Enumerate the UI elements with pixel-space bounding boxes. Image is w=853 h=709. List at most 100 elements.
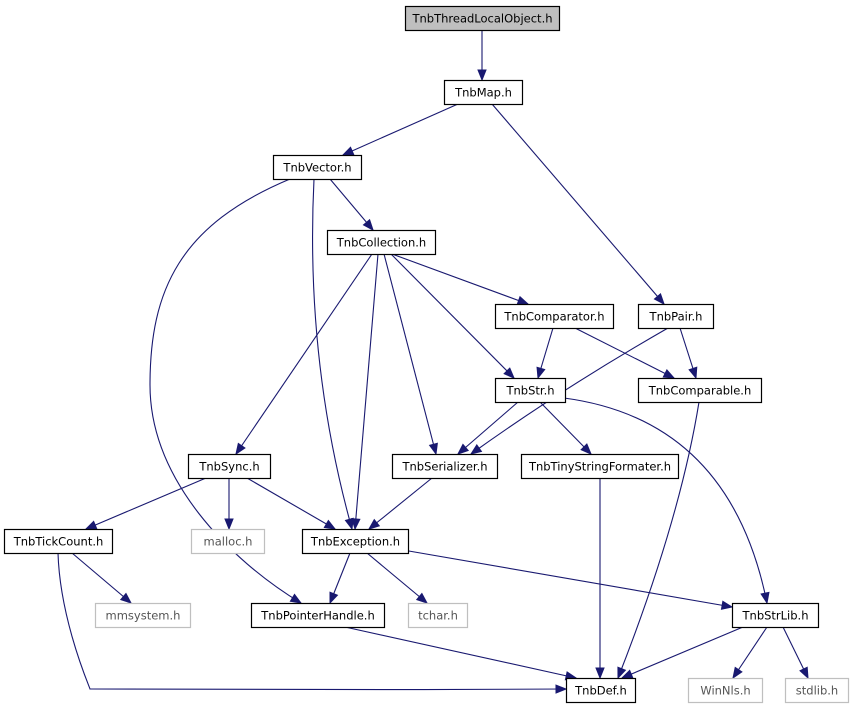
arrowhead-TnbStr-to-TnbTinyStringFormater: [580, 443, 592, 455]
edge-TnbException-to-TnbStrLib: [402, 549, 733, 608]
node-box-TnbPointerHandle: [250, 602, 386, 629]
node-box-TnbComparable: [637, 377, 763, 404]
edge-TnbCollection-to-TnbSync: [235, 253, 373, 455]
arrowhead-TnbCollection-to-TnbException: [351, 518, 361, 531]
arrowhead-TnbException-to-TnbPointerHandle: [329, 591, 339, 605]
edge-TnbCollection-to-TnbComparator: [391, 253, 529, 305]
node-stdlib: stdlib.h: [784, 677, 850, 704]
node-label-TnbStr: TnbStr.h: [505, 384, 554, 398]
node-box-tchar: [407, 602, 469, 629]
edge-TnbStr-to-TnbSerializer: [457, 401, 519, 455]
node-box-TnbSync: [187, 453, 272, 480]
node-label-TnbStrLib: TnbStrLib.h: [742, 609, 809, 623]
node-TnbComparable[interactable]: TnbComparable.h: [637, 377, 763, 404]
node-TnbPointerHandle[interactable]: TnbPointerHandle.h: [250, 602, 386, 629]
node-TnbException[interactable]: TnbException.h: [301, 528, 410, 555]
node-TnbThreadLocalObject[interactable]: TnbThreadLocalObject.h: [404, 5, 561, 32]
node-box-mmsystem: [94, 602, 192, 629]
node-mmsystem: mmsystem.h: [94, 602, 192, 629]
node-label-TnbTinyStringFormater: TnbTinyStringFormater.h: [528, 460, 671, 474]
edge-TnbTickCount-to-mmsystem: [71, 552, 132, 604]
edge-TnbMap-to-TnbVector: [342, 103, 459, 156]
node-box-WinNls: [687, 677, 764, 704]
node-box-TnbComparator: [494, 303, 615, 330]
node-TnbSync[interactable]: TnbSync.h: [187, 453, 272, 480]
node-TnbPair[interactable]: TnbPair.h: [637, 303, 715, 330]
node-box-TnbStrLib: [731, 602, 820, 629]
arrowhead-TnbComparator-to-TnbComparable: [662, 369, 676, 379]
edge-TnbComparable-to-TnbDef: [617, 401, 700, 679]
node-label-TnbSerializer: TnbSerializer.h: [401, 460, 487, 474]
arrowhead-TnbVector-to-TnbPointerHandle: [289, 593, 303, 604]
edge-TnbPointerHandle-to-TnbDef: [344, 626, 577, 679]
node-TnbComparator[interactable]: TnbComparator.h: [494, 303, 615, 330]
node-box-stdlib: [784, 677, 850, 704]
node-box-TnbTickCount: [3, 528, 114, 555]
edge-TnbMap-to-TnbPair: [491, 103, 665, 305]
node-TnbStr[interactable]: TnbStr.h: [494, 377, 567, 404]
arrowhead-TnbTinyStringFormater-to-TnbDef: [595, 667, 605, 680]
node-box-TnbDef: [565, 677, 637, 704]
arrowhead-TnbCollection-to-TnbSync: [235, 442, 246, 456]
node-box-TnbSerializer: [391, 453, 499, 480]
node-label-TnbTickCount: TnbTickCount.h: [13, 535, 104, 549]
arrowhead-TnbException-to-TnbStrLib: [720, 600, 734, 610]
file-nodes: TnbThreadLocalObject.hTnbMap.hTnbVector.…: [3, 5, 850, 704]
edge-TnbStr-to-TnbTinyStringFormater: [539, 401, 592, 455]
node-box-TnbStr: [494, 377, 567, 404]
edge-TnbCollection-to-TnbStr: [390, 253, 515, 379]
arrowhead-TnbStrLib-to-stdlib: [799, 666, 809, 680]
node-box-TnbMap: [443, 79, 524, 106]
arrowhead-TnbException-to-tchar: [415, 592, 429, 604]
edge-TnbTickCount-to-TnbDef: [57, 552, 567, 691]
node-TnbSerializer[interactable]: TnbSerializer.h: [391, 453, 499, 480]
node-TnbMap[interactable]: TnbMap.h: [443, 79, 524, 106]
node-TnbTinyStringFormater[interactable]: TnbTinyStringFormater.h: [520, 453, 680, 480]
edge-TnbSync-to-TnbTickCount: [85, 477, 207, 530]
edge-TnbCollection-to-TnbException: [354, 253, 379, 530]
edge-TnbStr-to-TnbStrLib: [563, 397, 768, 604]
node-label-stdlib: stdlib.h: [796, 684, 838, 698]
arrowhead-TnbVector-to-TnbCollection: [362, 218, 374, 232]
arrowhead-TnbSync-to-TnbTickCount: [84, 520, 98, 530]
node-label-TnbPair: TnbPair.h: [649, 310, 703, 324]
node-label-TnbSync: TnbSync.h: [198, 460, 259, 474]
node-label-TnbCollection: TnbCollection.h: [336, 236, 426, 250]
node-TnbTickCount[interactable]: TnbTickCount.h: [3, 528, 114, 555]
arrowhead-TnbSerializer-to-TnbException: [367, 518, 381, 530]
node-label-TnbComparator: TnbComparator.h: [503, 310, 604, 324]
edge-TnbSerializer-to-TnbException: [368, 477, 433, 530]
node-label-TnbPointerHandle: TnbPointerHandle.h: [260, 609, 374, 623]
node-label-TnbThreadLocalObject: TnbThreadLocalObject.h: [411, 12, 552, 26]
node-box-TnbTinyStringFormater: [520, 453, 680, 480]
node-TnbStrLib[interactable]: TnbStrLib.h: [731, 602, 820, 629]
arrowhead-TnbVector-to-TnbException: [344, 517, 354, 531]
node-WinNls: WinNls.h: [687, 677, 764, 704]
node-box-TnbCollection: [326, 229, 437, 256]
edge-TnbSync-to-TnbException: [246, 477, 336, 530]
node-TnbCollection[interactable]: TnbCollection.h: [326, 229, 437, 256]
node-label-TnbVector: TnbVector.h: [282, 161, 351, 175]
arrowhead-TnbMap-to-TnbVector: [341, 146, 355, 156]
edge-TnbStrLib-to-TnbDef: [621, 626, 744, 679]
node-TnbVector[interactable]: TnbVector.h: [272, 154, 363, 181]
arrowhead-TnbComparable-to-TnbDef: [617, 666, 627, 680]
node-box-TnbException: [301, 528, 410, 555]
arrowhead-TnbCollection-to-TnbStr: [503, 367, 515, 379]
node-tchar: tchar.h: [407, 602, 469, 629]
arrowhead-TnbSync-to-TnbException: [323, 519, 337, 530]
arrowhead-TnbPair-to-TnbSerializer: [469, 444, 483, 455]
node-TnbDef[interactable]: TnbDef.h: [565, 677, 637, 704]
arrowhead-TnbCollection-to-TnbComparator: [516, 295, 530, 305]
arrowhead-TnbStr-to-TnbSerializer: [456, 443, 470, 455]
node-label-TnbException: TnbException.h: [310, 535, 400, 549]
node-box-TnbVector: [272, 154, 363, 181]
edge-TnbVector-to-TnbException: [312, 178, 353, 530]
arrowhead-TnbStrLib-to-WinNls: [732, 666, 743, 680]
arrowhead-TnbMap-to-TnbPair: [653, 292, 665, 306]
node-label-WinNls: WinNls.h: [700, 684, 750, 698]
node-malloc: malloc.h: [190, 528, 266, 555]
arrowhead-TnbStr-to-TnbStrLib: [760, 591, 770, 605]
edge-TnbException-to-tchar: [366, 552, 428, 604]
